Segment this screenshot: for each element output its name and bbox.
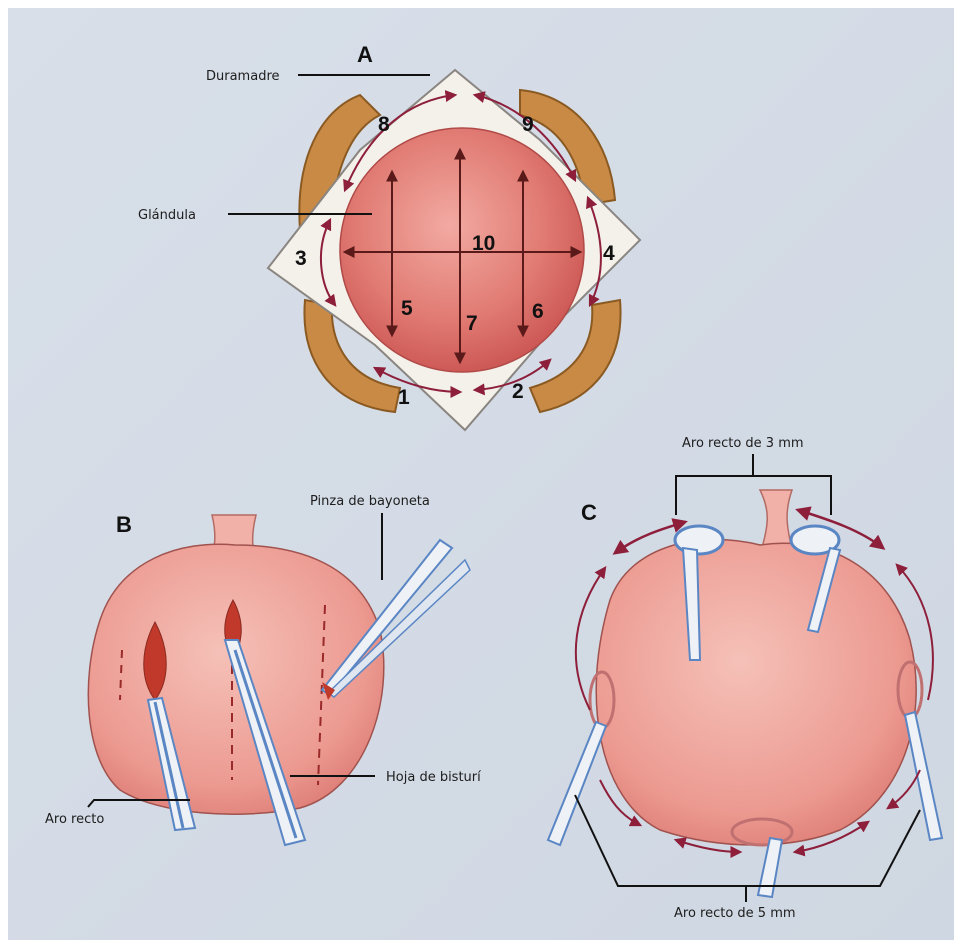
num-6: 6 xyxy=(532,300,544,323)
panel-b-letter: B xyxy=(116,512,132,537)
num-7: 7 xyxy=(466,312,478,335)
gland xyxy=(340,128,584,372)
label-glandula: Glándula xyxy=(138,208,196,223)
label-pinza-bayoneta: Pinza de bayoneta xyxy=(310,494,430,509)
label-aro-5mm: Aro recto de 5 mm xyxy=(674,906,796,921)
num-10: 10 xyxy=(472,232,495,255)
label-aro-recto: Aro recto xyxy=(45,812,104,827)
num-5: 5 xyxy=(401,297,413,320)
num-1: 1 xyxy=(398,386,410,409)
num-4: 4 xyxy=(603,242,615,265)
num-8: 8 xyxy=(378,113,390,136)
num-9: 9 xyxy=(522,113,534,136)
num-3: 3 xyxy=(295,247,307,270)
num-2: 2 xyxy=(512,380,524,403)
panel-c-letter: C xyxy=(581,500,597,525)
label-duramadre: Duramadre xyxy=(206,69,280,84)
label-aro-3mm: Aro recto de 3 mm xyxy=(682,436,804,451)
panel-a-letter: A xyxy=(357,42,373,67)
label-hoja-bisturi: Hoja de bisturí xyxy=(386,770,481,785)
gland-body-c xyxy=(596,540,916,845)
